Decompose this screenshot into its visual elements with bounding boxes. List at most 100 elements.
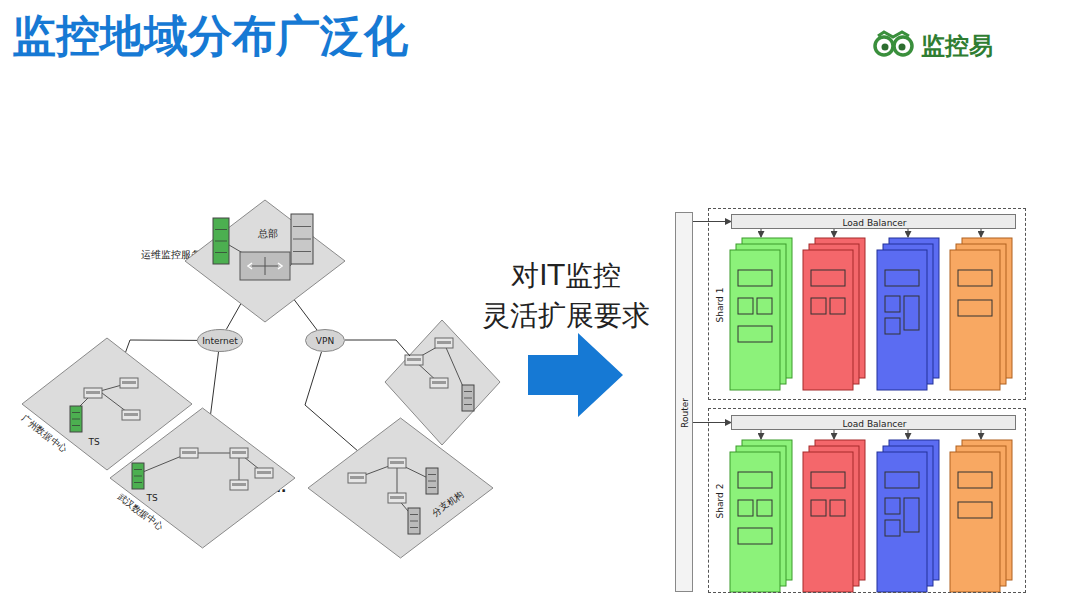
switch-ports <box>432 381 446 384</box>
lb-arrow <box>908 429 909 439</box>
shard-group: Shard 1 Load Balancer <box>708 208 1026 400</box>
module-box <box>830 500 845 516</box>
module-box <box>904 296 919 330</box>
module-box <box>811 472 845 488</box>
router-arrows <box>248 263 282 269</box>
connector <box>693 221 731 222</box>
server-slot <box>410 521 418 522</box>
load-balancer: Load Balancer <box>731 415 1016 430</box>
server-icon <box>426 468 438 494</box>
server-slot <box>464 404 472 405</box>
switch-ports <box>124 413 138 416</box>
server-slot <box>428 474 436 475</box>
module-box <box>958 472 992 488</box>
lb-arrow <box>761 429 762 439</box>
router-bar: Router <box>675 212 693 592</box>
server-slot <box>293 239 311 240</box>
module-box <box>757 500 772 516</box>
switch-ports <box>86 391 100 394</box>
lb-arrow <box>834 228 835 237</box>
switch-icon <box>255 468 273 478</box>
service-card <box>877 250 927 390</box>
diamond-shape <box>185 200 345 322</box>
module-box <box>885 472 919 488</box>
service-card <box>730 452 780 592</box>
shape-outline <box>110 408 295 548</box>
server-slot <box>72 425 80 426</box>
module-box <box>904 498 919 532</box>
diamond-shape <box>110 408 295 548</box>
router-icon <box>240 252 290 280</box>
shard-group: Shard 2 Load Balancer <box>708 408 1026 593</box>
connector <box>294 300 317 330</box>
node-text: Load Balancer <box>842 218 906 227</box>
lb-arrow <box>908 228 909 237</box>
hq-site: 总部 <box>185 200 345 322</box>
module-box <box>811 298 826 314</box>
switch-icon <box>230 448 248 458</box>
switch-icon <box>120 378 138 388</box>
module-box <box>830 298 845 314</box>
switch-ports <box>122 381 136 384</box>
switch-icon <box>180 448 198 458</box>
server-slot <box>215 241 227 242</box>
node-text: Shard 1 <box>716 288 725 323</box>
connector <box>226 304 241 330</box>
module-box <box>811 270 845 286</box>
lb-arrow <box>981 429 982 439</box>
slide-title: 监控地域分布广泛化 <box>12 12 408 60</box>
switch-icon <box>405 355 423 365</box>
node-text: 总部 <box>258 229 278 239</box>
module-box <box>738 270 772 286</box>
service-card <box>877 452 927 592</box>
node-text: Router <box>681 398 690 428</box>
server-slot <box>215 252 227 253</box>
server-icon <box>213 218 229 264</box>
switch-ports <box>232 483 246 486</box>
switch-icon <box>348 473 366 483</box>
server-slot <box>134 476 142 477</box>
datacenter-site: 武汉数据中心TS <box>110 408 295 548</box>
module-box <box>738 528 772 544</box>
node-text: Shard 2 <box>716 484 725 519</box>
connector <box>126 340 198 352</box>
server-slot <box>134 469 142 470</box>
vpn-cloud: VPN <box>305 329 345 352</box>
module-box <box>885 296 900 312</box>
module-box <box>958 502 992 518</box>
connector <box>693 422 731 423</box>
cloud-shape <box>306 330 345 352</box>
shape-outline <box>185 200 345 322</box>
switch-ports <box>390 496 404 499</box>
server-icon <box>462 385 474 411</box>
module-box <box>738 326 772 342</box>
server-icon <box>291 214 313 264</box>
switch-icon <box>122 410 140 420</box>
node-text: Load Balancer <box>842 419 906 428</box>
server-slot <box>428 481 436 482</box>
module-box <box>885 520 900 536</box>
shape-outline <box>308 418 493 558</box>
node-text: Internet <box>202 336 238 345</box>
service-card <box>730 250 780 390</box>
network-wire <box>345 340 410 356</box>
switch-ports <box>437 341 451 344</box>
server-slot <box>72 412 80 413</box>
logo-icon <box>875 32 912 55</box>
node-text: TS <box>146 494 157 503</box>
server-slot <box>464 391 472 392</box>
service-card <box>803 250 853 390</box>
server-slot <box>215 229 227 230</box>
module-box <box>958 300 992 316</box>
server-icon <box>70 406 82 432</box>
server-slot <box>464 398 472 399</box>
switch-icon <box>84 388 102 398</box>
diamond-shape <box>308 418 493 558</box>
connector <box>211 352 219 414</box>
internet-cloud: Internet <box>197 329 243 352</box>
server-slot <box>428 487 436 488</box>
switch-ports <box>232 451 246 454</box>
module-box <box>958 270 992 286</box>
server-slot <box>293 226 311 227</box>
